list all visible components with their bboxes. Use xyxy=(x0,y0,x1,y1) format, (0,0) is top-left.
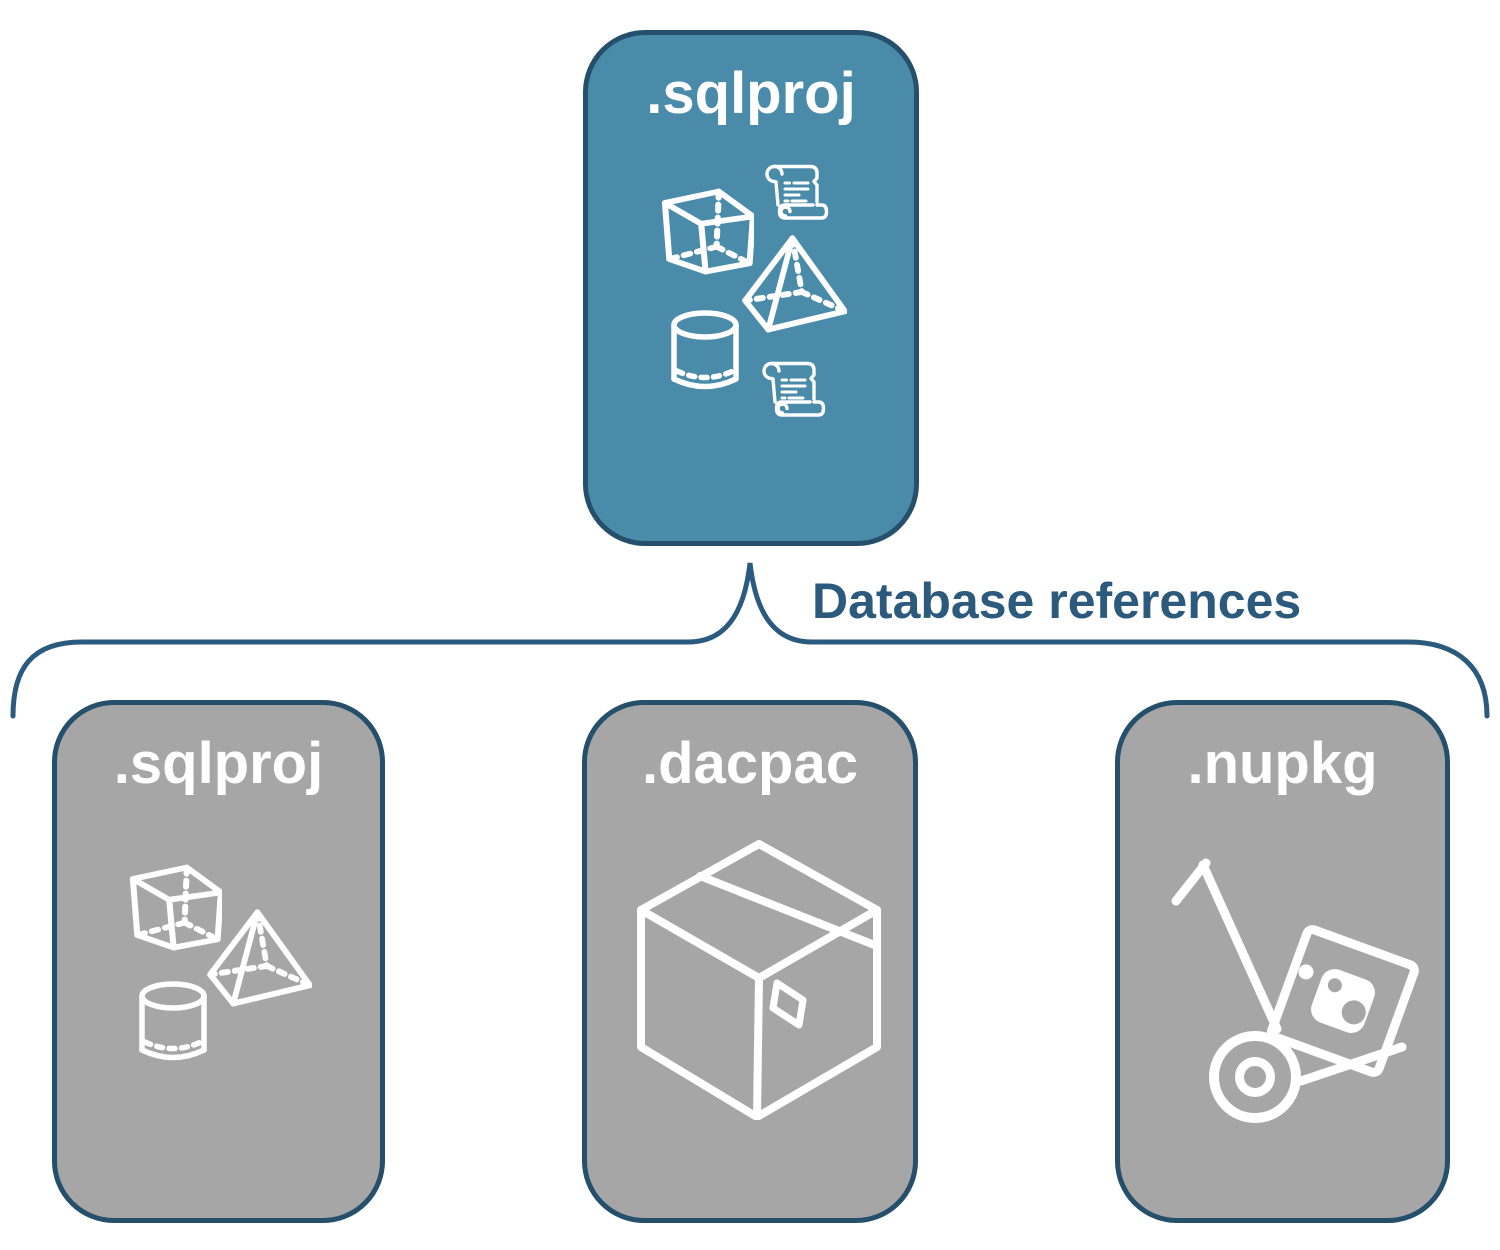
cube-icon xyxy=(644,178,754,282)
cylinder-icon xyxy=(138,981,208,1066)
package-box-icon xyxy=(637,840,882,1120)
cube-icon xyxy=(112,854,222,958)
scroll-icon xyxy=(762,361,826,417)
parent-node-sqlproj: .sqlproj xyxy=(583,30,919,546)
child-node-title: .dacpac xyxy=(642,731,858,796)
child-node-title: .sqlproj xyxy=(113,731,324,796)
connector-label: Database references xyxy=(812,573,1302,629)
nuget-hand-truck-icon xyxy=(1170,855,1430,1125)
pyramid-icon xyxy=(207,908,312,1010)
parent-node-title: .sqlproj xyxy=(646,61,856,126)
cylinder-icon xyxy=(670,310,740,395)
pyramid-icon xyxy=(742,234,847,336)
scroll-icon xyxy=(765,164,829,220)
child-node-title: .nupkg xyxy=(1187,731,1378,796)
